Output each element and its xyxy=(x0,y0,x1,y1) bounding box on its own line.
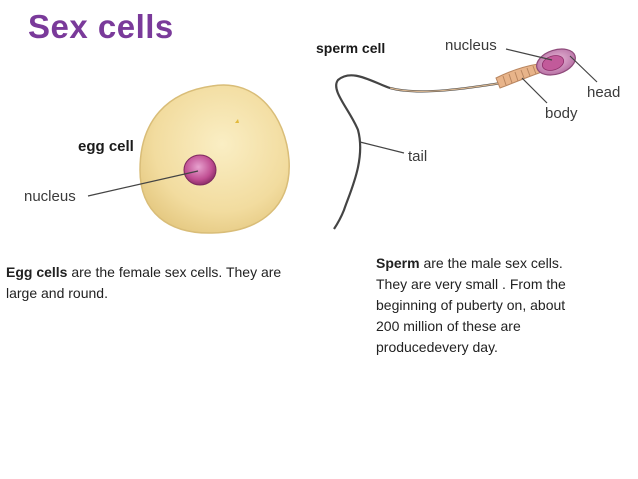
egg-nucleus-shape xyxy=(183,154,217,186)
sperm-description: are the male sex cells. They are very sm… xyxy=(376,255,566,355)
head-pointer xyxy=(569,55,598,83)
body-label: body xyxy=(545,105,578,122)
sperm-caption: Sperm are the male sex cells. They are v… xyxy=(376,253,591,358)
egg-mark xyxy=(235,119,239,123)
sperm-nucleus-pointer xyxy=(505,48,553,61)
egg-cell-shape xyxy=(139,84,290,234)
sperm-cell-label: sperm cell xyxy=(316,40,385,56)
egg-cells-description: are the female sex cells. They are large… xyxy=(6,264,282,301)
tail-label: tail xyxy=(408,148,427,165)
tail-pointer xyxy=(359,141,405,154)
head-label: head xyxy=(587,84,620,101)
sperm-body-shape xyxy=(495,63,543,89)
body-pointer xyxy=(521,77,548,104)
egg-nucleus-pointer xyxy=(87,170,199,197)
egg-cells-term: Egg cells xyxy=(6,264,68,280)
sperm-body-stripes xyxy=(502,65,537,86)
sperm-nucleus-label: nucleus xyxy=(445,37,497,54)
page-title: Sex cells xyxy=(28,8,174,45)
egg-cells-caption: Egg cells are the female sex cells. They… xyxy=(6,262,296,304)
sperm-term: Sperm xyxy=(376,255,420,271)
sperm-tail-highlight xyxy=(389,81,509,92)
egg-nucleus-label: nucleus xyxy=(24,188,76,205)
egg-cell-label: egg cell xyxy=(78,138,134,155)
